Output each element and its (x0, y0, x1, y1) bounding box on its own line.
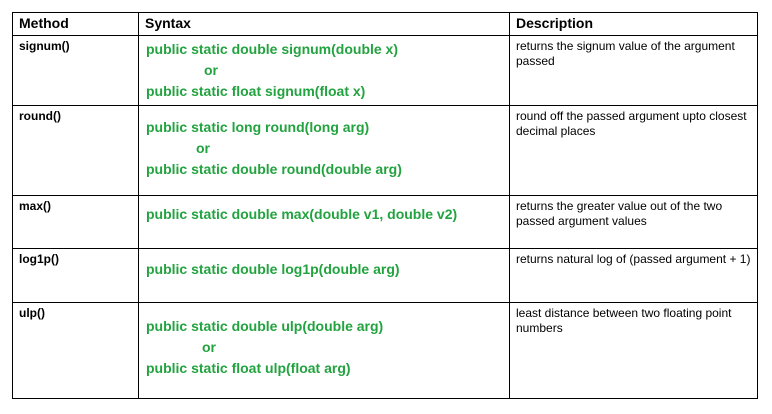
header-description: Description (509, 12, 758, 36)
syntax-line: public static long round(long arg) (146, 119, 370, 135)
method-name: ulp() (12, 302, 139, 399)
syntax-cell: public static double max(double v1, doub… (138, 195, 510, 249)
syntax-line: public static float ulp(float arg) (146, 360, 351, 376)
syntax-cell: public static double ulp(double arg) or … (138, 302, 510, 399)
syntax-line: public static double log1p(double arg) (146, 261, 400, 277)
method-name: max() (12, 195, 139, 249)
table-row: signum() public static double signum(dou… (12, 35, 758, 106)
method-name: log1p() (12, 248, 139, 303)
method-name: signum() (12, 35, 139, 106)
description-cell: round off the passed argument upto close… (509, 105, 758, 196)
header-syntax: Syntax (138, 12, 510, 36)
syntax-line: public static double ulp(double arg) (146, 318, 384, 334)
syntax-line: public static double signum(double x) (146, 41, 399, 57)
syntax-line: public static float signum(float x) (146, 83, 366, 99)
syntax-cell: public static long round(long arg) or pu… (138, 105, 510, 196)
description-cell: least distance between two floating poin… (509, 302, 758, 399)
methods-table: Method Syntax Description signum() publi… (12, 12, 758, 399)
syntax-or: or (204, 62, 218, 78)
syntax-or: or (202, 339, 216, 355)
description-cell: returns the signum value of the argument… (509, 35, 758, 106)
table-row: log1p() public static double log1p(doubl… (12, 248, 758, 303)
syntax-line: public static double round(double arg) (146, 161, 402, 177)
syntax-line: public static double max(double v1, doub… (146, 206, 458, 222)
syntax-or: or (196, 140, 210, 156)
table-row: round() public static long round(long ar… (12, 105, 758, 196)
header-method: Method (12, 12, 139, 36)
table-row: ulp() public static double ulp(double ar… (12, 302, 758, 399)
description-cell: returns natural log of (passed argument … (509, 248, 758, 303)
header-row: Method Syntax Description (12, 12, 758, 36)
syntax-cell: public static double log1p(double arg) (138, 248, 510, 303)
syntax-cell: public static double signum(double x) or… (138, 35, 510, 106)
description-cell: returns the greater value out of the two… (509, 195, 758, 249)
method-name: round() (12, 105, 139, 196)
table-row: max() public static double max(double v1… (12, 195, 758, 249)
